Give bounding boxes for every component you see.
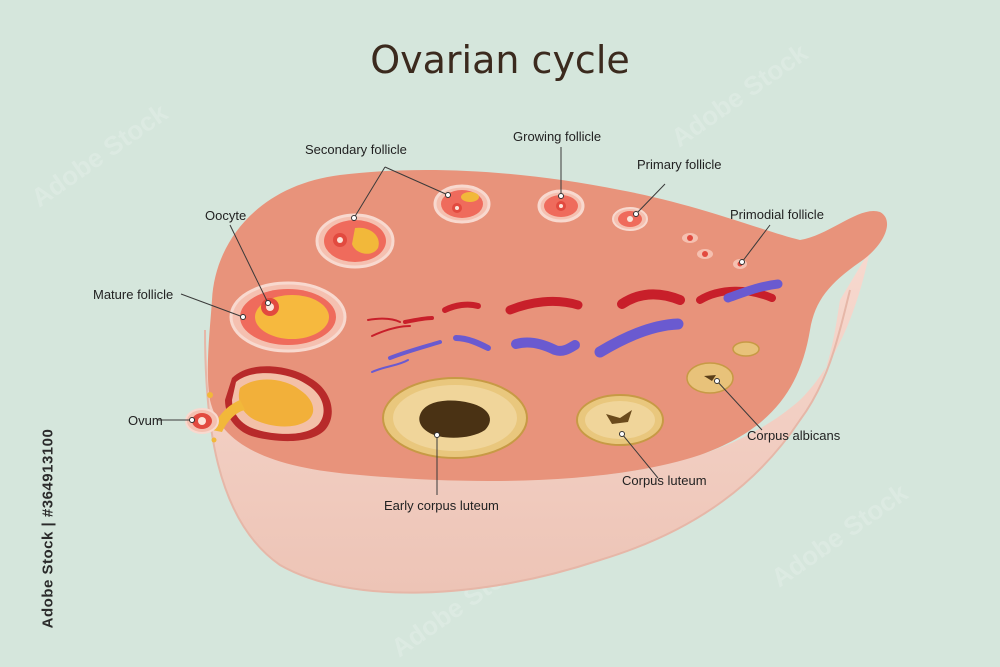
label-corpus-luteum: Corpus luteum [622, 473, 707, 488]
growing-follicle [537, 189, 585, 223]
ovum [185, 408, 219, 434]
diagram-title: Ovarian cycle [370, 38, 630, 82]
ovary-side [205, 250, 870, 593]
label-primary-follicle: Primary follicle [637, 157, 722, 172]
ruptured-follicle [207, 366, 332, 443]
early-corpus-luteum [382, 377, 528, 459]
veins [371, 279, 783, 373]
label-mature-follicle: Mature follicle [93, 287, 174, 302]
label-growing-follicle: Growing follicle [513, 129, 602, 144]
stock-id-stamp: Adobe Stock | #364913100 [39, 428, 57, 629]
label-ovum: Ovum [128, 413, 163, 428]
secondary-follicle-small [433, 184, 491, 224]
corpus-luteum [576, 394, 664, 446]
label-oocyte: Oocyte [205, 208, 247, 223]
label-secondary-follicle: Secondary follicle [305, 142, 407, 157]
label-primodial-follicle: Primodial follicle [730, 207, 824, 222]
arteries [367, 286, 776, 337]
primodial-follicles [682, 233, 747, 269]
leader-dots [189, 192, 745, 438]
mature-follicle [229, 281, 347, 353]
leader-lines [157, 147, 771, 495]
label-early-corpus-luteum: Early corpus luteum [384, 498, 499, 513]
secondary-follicle-large [315, 213, 395, 269]
primary-follicle [612, 207, 648, 231]
label-corpus-albicans: Corpus albicans [747, 428, 841, 443]
